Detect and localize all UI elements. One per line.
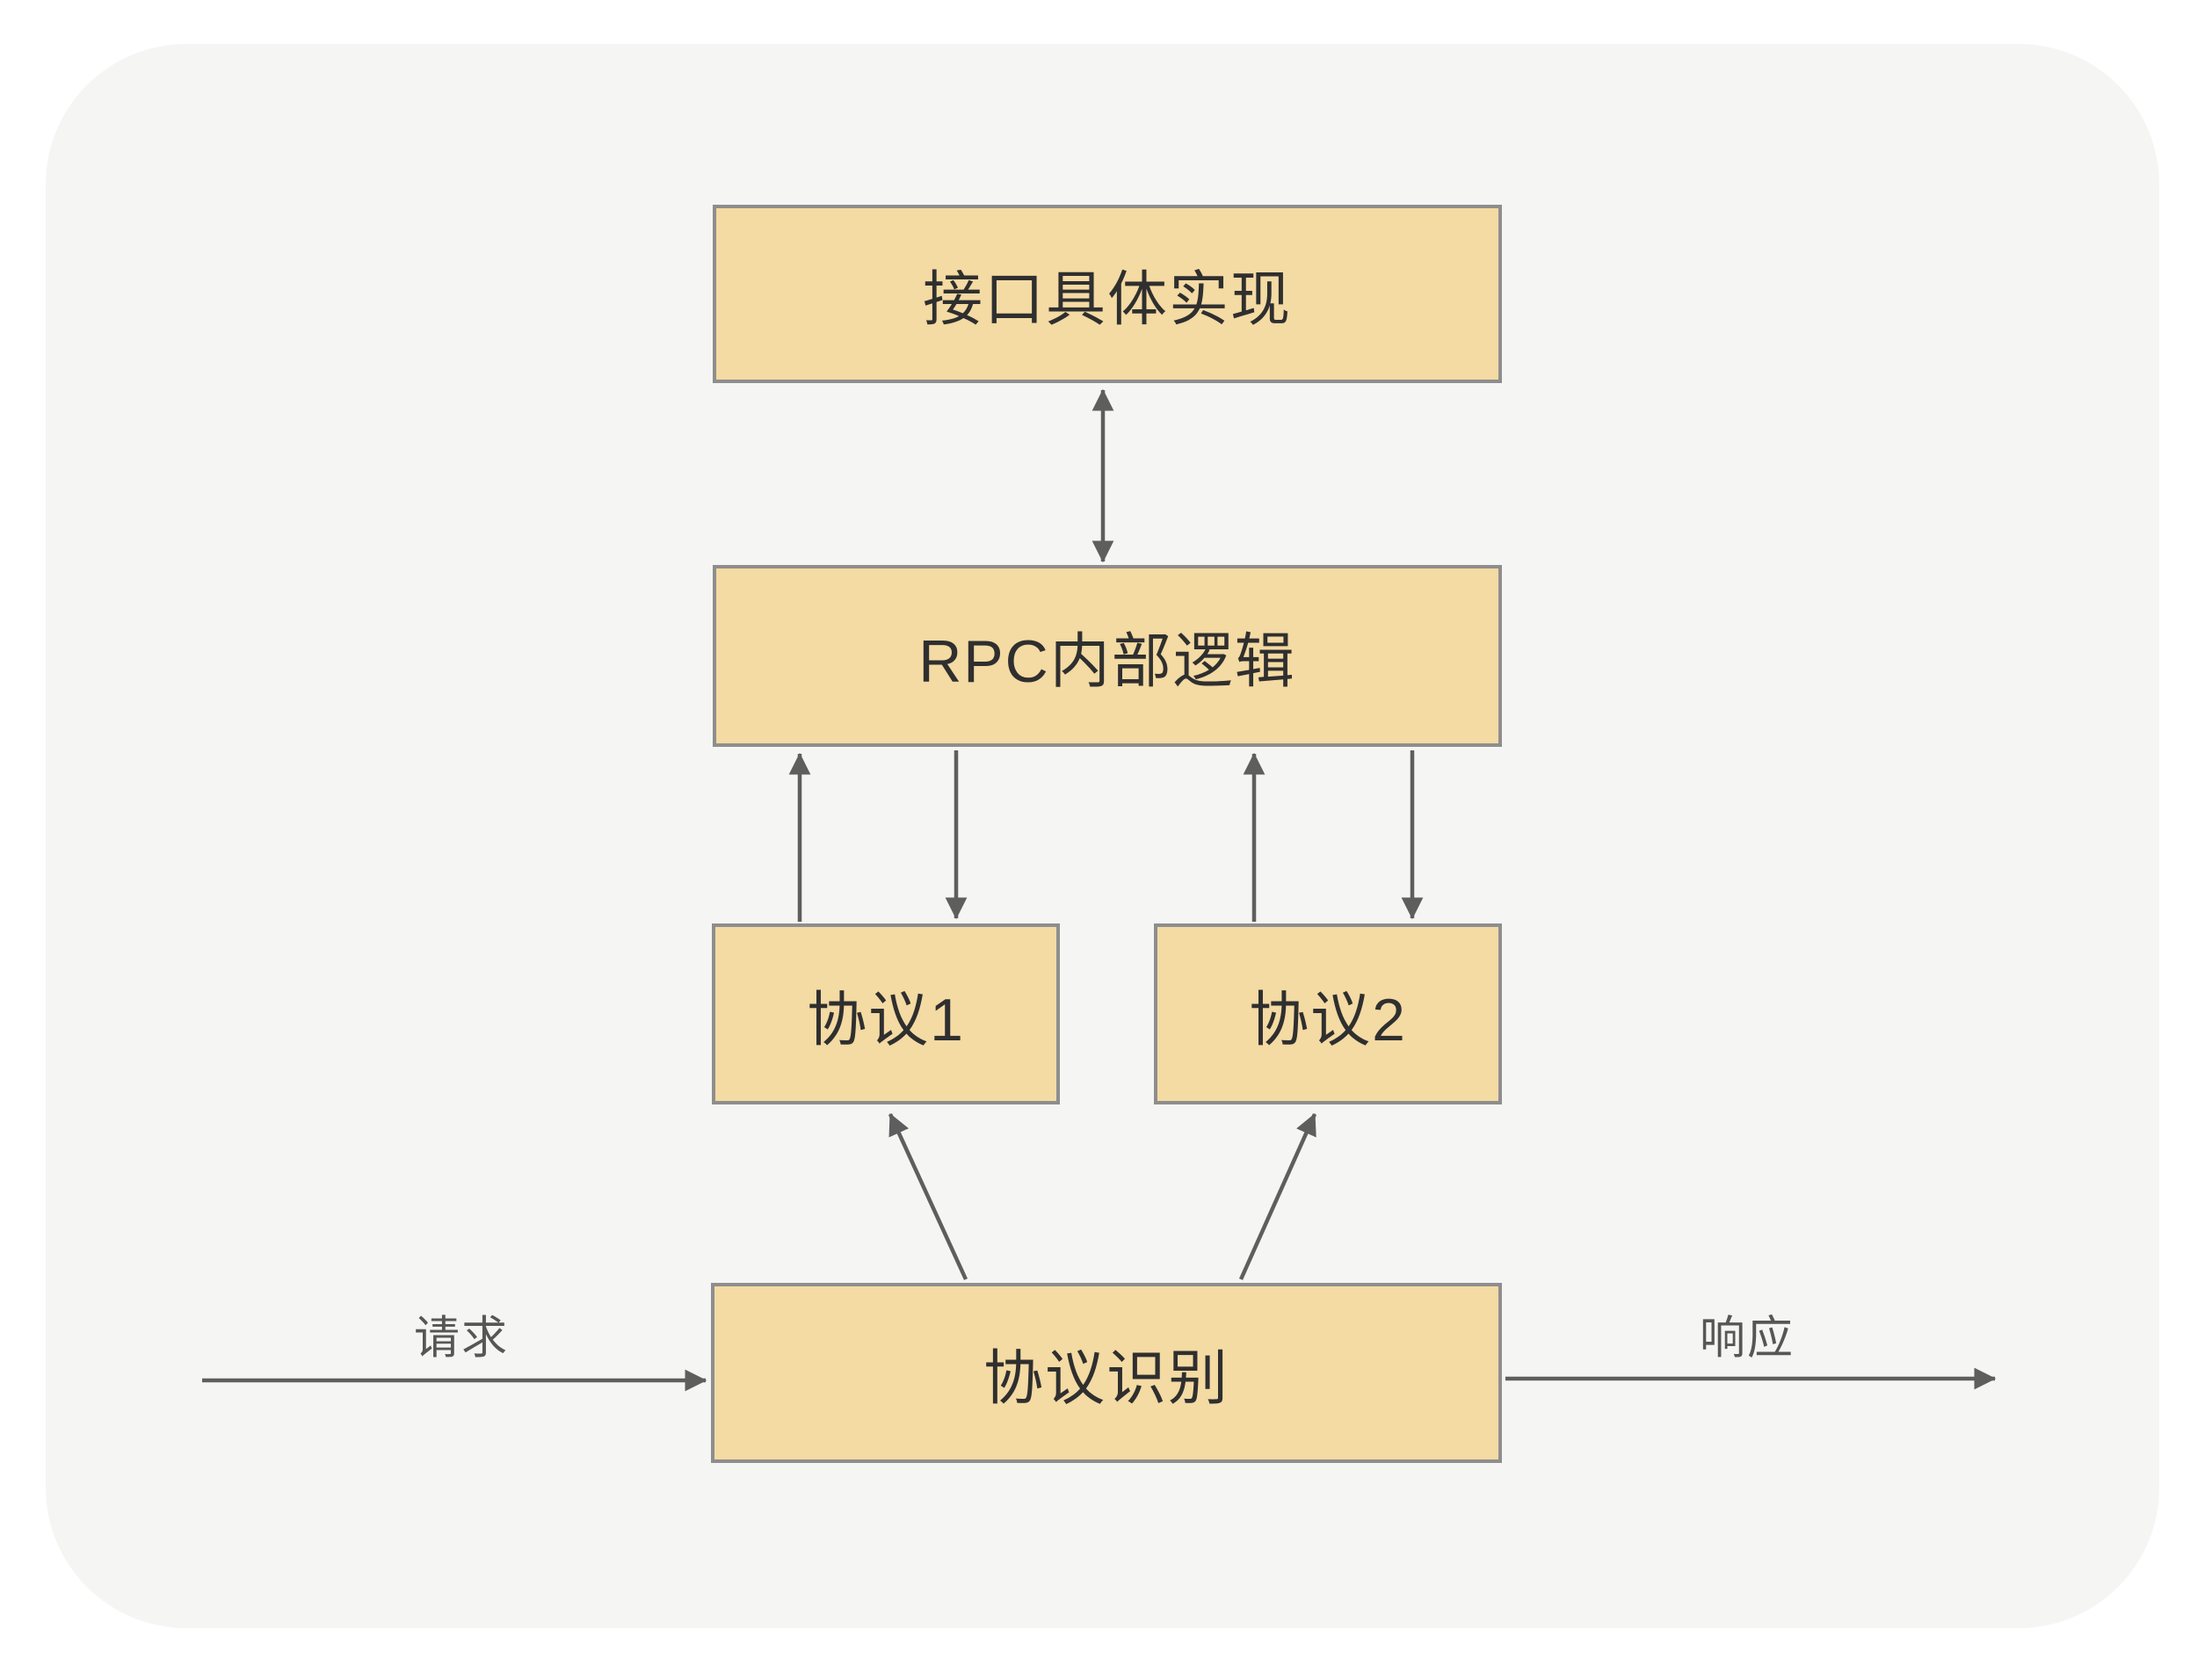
- node-protocol-detect-label: 协议识别: [983, 1345, 1229, 1412]
- node-rpc-internal-label: RPC内部逻辑: [918, 628, 1296, 695]
- node-protocol-1-label: 协议1: [807, 986, 965, 1054]
- node-interface-impl-label: 接口具体实现: [922, 266, 1292, 333]
- node-interface-impl: 接口具体实现: [713, 205, 1502, 383]
- edge-detect-to-protocol2: [1238, 1112, 1317, 1280]
- node-rpc-internal: RPC内部逻辑: [713, 565, 1502, 747]
- edge-detect-to-protocol1: [888, 1112, 968, 1280]
- node-protocol-2-label: 协议2: [1249, 986, 1407, 1054]
- node-protocol-2: 协议2: [1154, 923, 1502, 1104]
- response-label: 响应: [1699, 1313, 1795, 1365]
- request-label: 请求: [413, 1313, 510, 1365]
- node-protocol-1: 协议1: [712, 923, 1060, 1104]
- node-protocol-detect: 协议识别: [711, 1283, 1502, 1463]
